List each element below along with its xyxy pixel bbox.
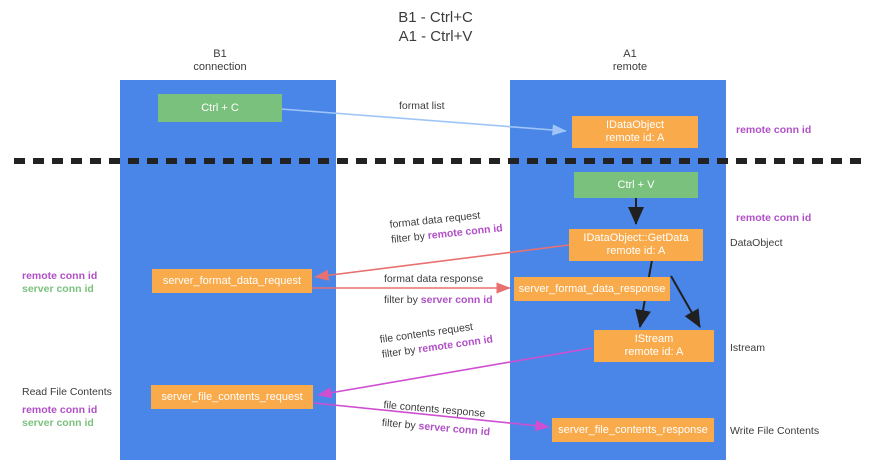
- box-server-format-data-response[interactable]: server_format_data_response: [514, 277, 670, 301]
- box-server-file-contents-request[interactable]: server_file_contents_request: [151, 385, 313, 409]
- column-header-b1: B1 connection: [160, 48, 280, 74]
- arrow-file-contents-request: [317, 347, 593, 399]
- page-title: B1 - Ctrl+C A1 - Ctrl+V: [398, 9, 473, 45]
- arrow-format-list: [280, 108, 567, 136]
- arrow-file-contents-response: [313, 402, 550, 432]
- annotation-remote-conn-id-mid: remote conn id: [736, 212, 812, 224]
- box-istream-line2: remote id: A: [624, 346, 684, 358]
- annotation-left-server-conn-id: server conn id: [22, 283, 94, 295]
- box-getdata-line2: remote id: A: [606, 245, 666, 257]
- box-idataobject[interactable]: IDataObject remote id: A: [572, 116, 698, 148]
- box-getdata-line1: IDataObject::GetData: [583, 232, 689, 244]
- arrow-response-to-istream: [670, 275, 701, 328]
- box-server-file-contents-request-label: server_file_contents_request: [161, 390, 303, 403]
- annotation-dataobject: DataObject: [730, 237, 783, 249]
- edge-label-format-data-response: format data response: [384, 273, 484, 285]
- edge-label-format-data-response-group: format data response filter by server co…: [384, 273, 493, 307]
- annotation-left-remote-conn-id: remote conn id: [22, 270, 98, 282]
- annotation-write-file-contents: Write File Contents: [730, 425, 820, 437]
- column-header-b1-sub: connection: [193, 61, 247, 73]
- filter-prefix-1: filter by: [390, 230, 429, 246]
- column-header-a1: A1 remote: [570, 48, 690, 74]
- box-server-file-contents-response[interactable]: server_file_contents_response: [552, 418, 714, 442]
- box-ctrl-c[interactable]: Ctrl + C: [158, 94, 282, 122]
- edge-label-format-list: format list: [399, 100, 445, 112]
- arrow-format-data-request: [314, 244, 570, 281]
- box-ctrl-c-label: Ctrl + C: [201, 101, 239, 114]
- column-header-b1-name: B1: [213, 48, 227, 60]
- filter-prefix-2: filter by: [384, 294, 421, 306]
- annotation-remote-conn-id-top: remote conn id: [736, 124, 812, 136]
- box-idataobject-line1: IDataObject: [605, 119, 665, 131]
- box-idataobject-line2: remote id: A: [605, 132, 665, 144]
- box-server-file-contents-response-label: server_file_contents_response: [558, 423, 708, 436]
- annotation-read-file-contents: Read File Contents: [22, 386, 112, 398]
- box-istream[interactable]: IStream remote id: A: [594, 330, 714, 362]
- box-ctrl-v-label: Ctrl + V: [617, 178, 655, 191]
- annotation-left-server-conn-id-2: server conn id: [22, 417, 94, 429]
- annotation-left-remote-conn-id-2: remote conn id: [22, 404, 98, 416]
- box-istream-line1: IStream: [634, 333, 674, 345]
- annotation-istream: Istream: [730, 342, 766, 354]
- edge-label-format-data-response-filter: filter by server conn id: [384, 294, 493, 307]
- filter-prefix-4: filter by: [381, 416, 420, 433]
- box-server-format-data-request-label: server_format_data_request: [162, 274, 302, 287]
- box-idataobject-getdata[interactable]: IDataObject::GetData remote id: A: [569, 229, 703, 261]
- column-header-a1-sub: remote: [612, 61, 648, 73]
- box-server-format-data-request[interactable]: server_format_data_request: [152, 269, 312, 293]
- filter-key-2: server conn id: [420, 294, 493, 306]
- box-ctrl-v[interactable]: Ctrl + V: [574, 172, 698, 198]
- column-header-a1-name: A1: [623, 48, 637, 60]
- box-server-format-data-response-label: server_format_data_response: [518, 282, 666, 295]
